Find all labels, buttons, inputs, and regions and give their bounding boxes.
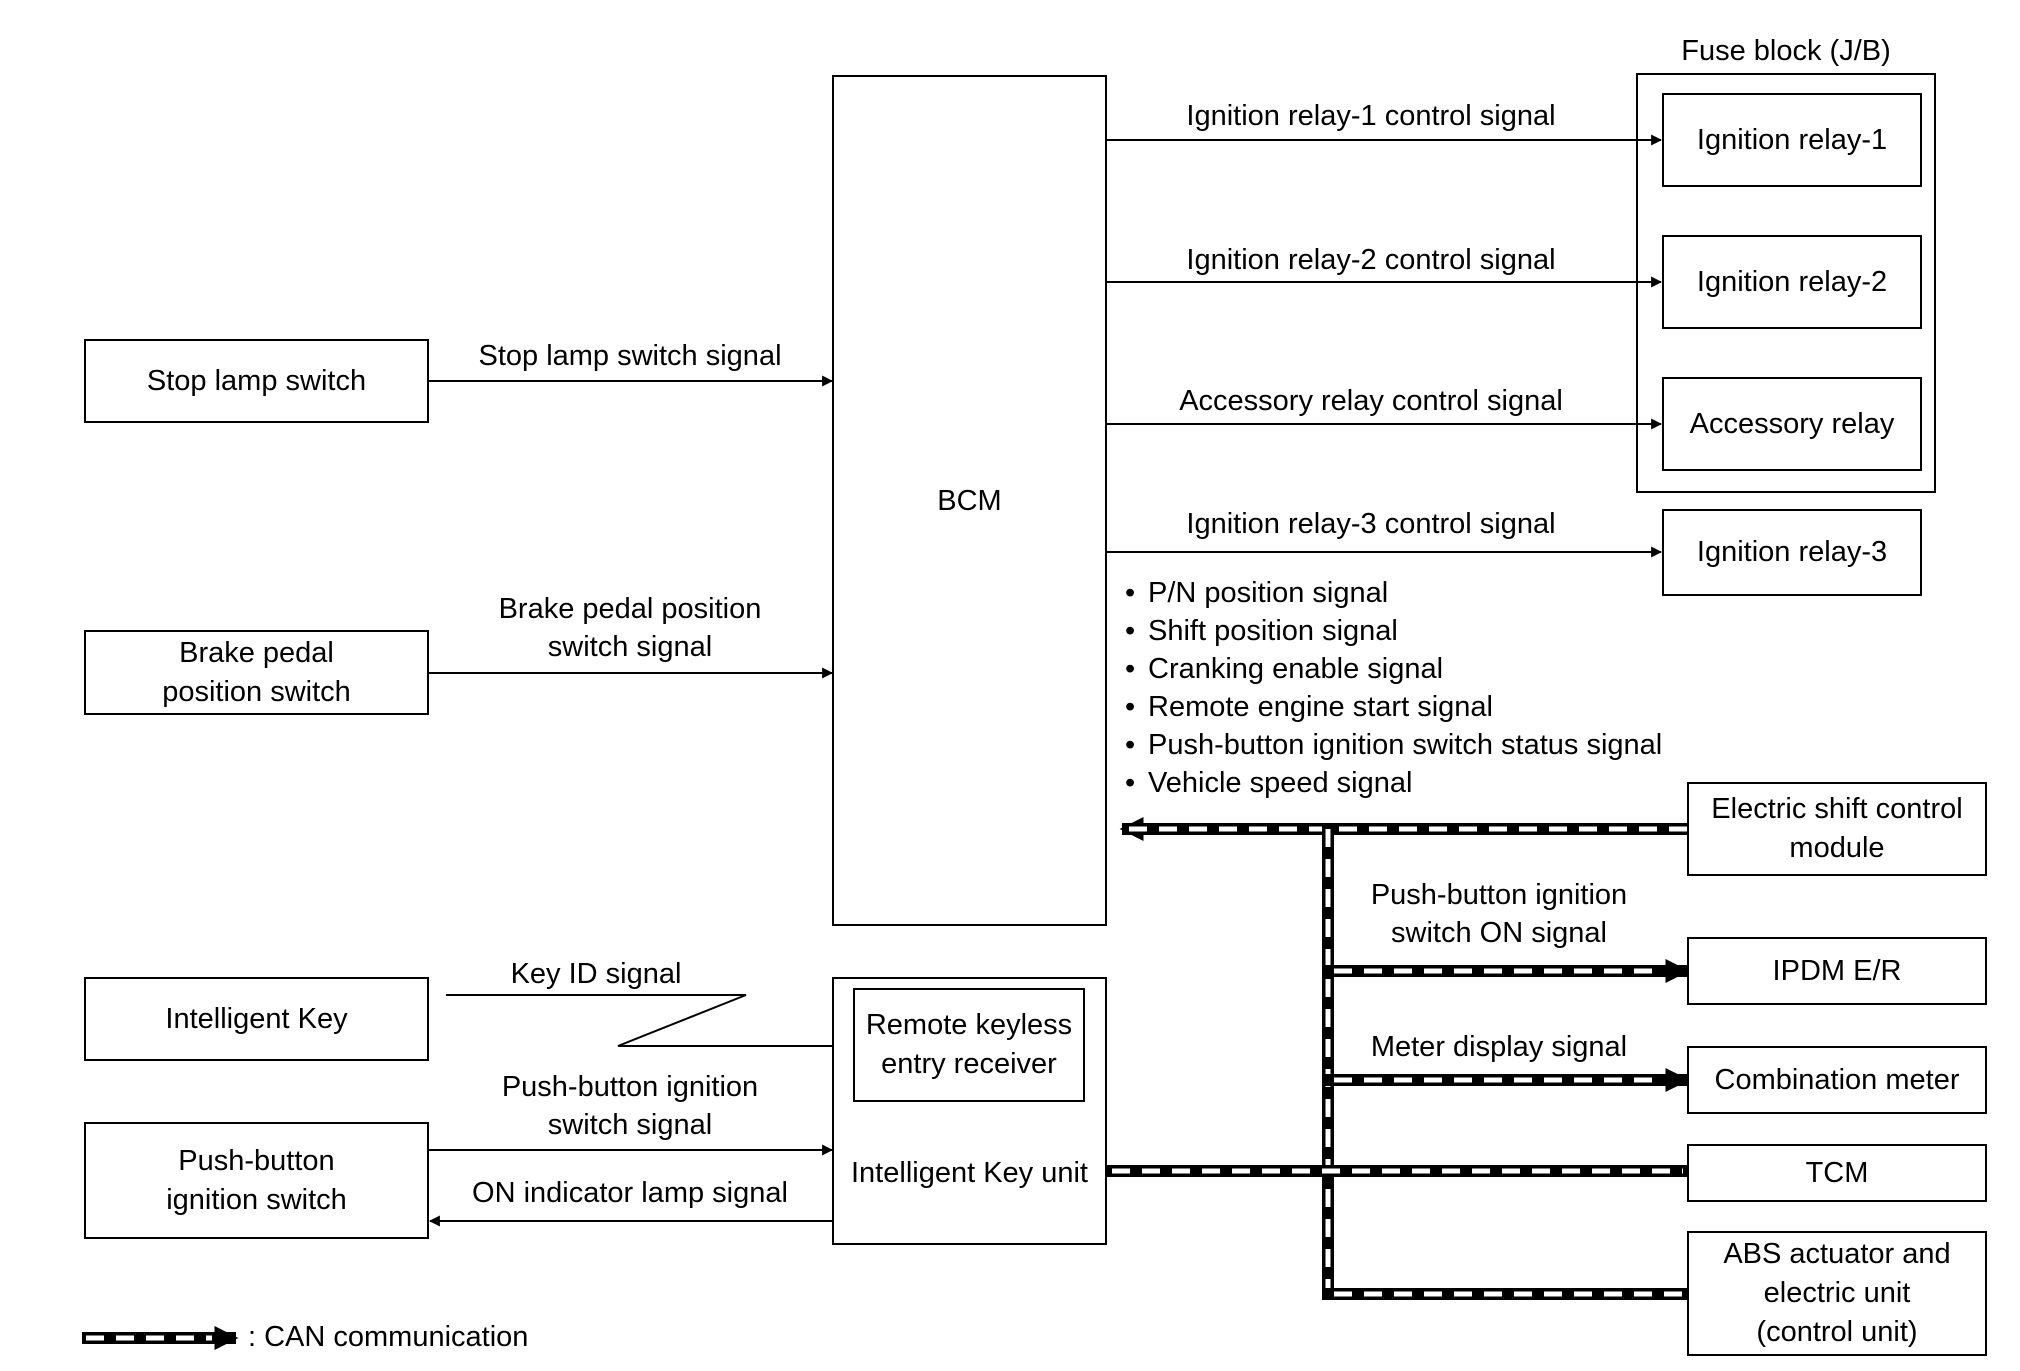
ignition-relay-1-signal-label: Ignition relay-1 control signal [1186, 100, 1556, 132]
ipdm-signal-label: Push-button ignition switch ON signal [1370, 879, 1628, 949]
key-id-signal-label: Key ID signal [510, 958, 682, 990]
fuse-block-label: Fuse block (J/B) [1681, 35, 1891, 67]
list-item: Shift position signal [1125, 612, 1662, 650]
ignition-relay-1-box: Ignition relay-1 [1662, 93, 1922, 187]
abs-box: ABS actuator and electric unit (control … [1687, 1231, 1987, 1356]
intelligent-key-box: Intelligent Key [84, 977, 429, 1061]
combination-meter-box: Combination meter [1687, 1046, 1987, 1114]
ignition-relay-2-box: Ignition relay-2 [1662, 235, 1922, 329]
remote-keyless-receiver-box: Remote keyless entry receiver [853, 988, 1085, 1102]
can-signal-list: P/N position signal Shift position signa… [1125, 574, 1662, 802]
list-item: Remote engine start signal [1125, 688, 1662, 726]
meter-signal-label: Meter display signal [1370, 1031, 1628, 1063]
push-button-switch-box: Push-button ignition switch [84, 1122, 429, 1239]
can-bus [1106, 817, 1690, 1300]
brake-pedal-switch-box: Brake pedal position switch [84, 630, 429, 715]
list-item: Push-button ignition switch status signa… [1125, 726, 1662, 764]
list-item: Cranking enable signal [1125, 650, 1662, 688]
brake-pedal-signal-label: Brake pedal position switch signal [498, 593, 762, 663]
ignition-relay-3-signal-label: Ignition relay-3 control signal [1186, 508, 1556, 540]
intelligent-key-unit-label: Intelligent Key unit [851, 1157, 1088, 1189]
on-indicator-signal-label: ON indicator lamp signal [472, 1177, 788, 1209]
stop-lamp-switch-box: Stop lamp switch [84, 339, 429, 423]
can-legend-label: : CAN communication [248, 1321, 529, 1353]
ignition-relay-3-box: Ignition relay-3 [1662, 509, 1922, 596]
list-item: Vehicle speed signal [1125, 764, 1662, 802]
ipdm-box: IPDM E/R [1687, 937, 1987, 1005]
stop-lamp-signal-label: Stop lamp switch signal [478, 340, 782, 372]
push-button-signal-label: Push-button ignition switch signal [501, 1071, 759, 1141]
ignition-relay-2-signal-label: Ignition relay-2 control signal [1186, 244, 1556, 276]
tcm-box: TCM [1687, 1144, 1987, 1202]
list-item: P/N position signal [1125, 574, 1662, 612]
key-id-signal-arrow [446, 994, 854, 1052]
electric-shift-module-box: Electric shift control module [1687, 782, 1987, 876]
accessory-relay-box: Accessory relay [1662, 377, 1922, 471]
fuse-block-group [1636, 73, 1936, 493]
bcm-box: BCM [832, 75, 1107, 926]
bcm-label: BCM [937, 485, 1002, 517]
accessory-relay-signal-label: Accessory relay control signal [1179, 385, 1563, 417]
